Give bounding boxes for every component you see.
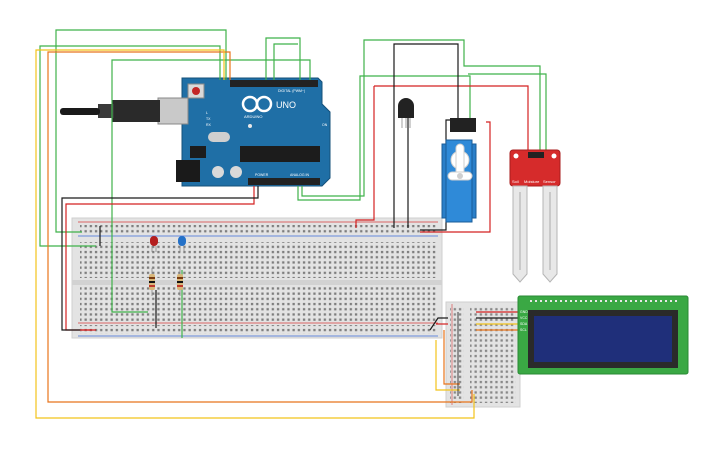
reset-button[interactable] bbox=[192, 87, 200, 95]
usb-port bbox=[157, 97, 189, 125]
servo-motor[interactable] bbox=[441, 118, 477, 223]
tx-label: TX bbox=[206, 117, 211, 121]
main-breadboard[interactable] bbox=[71, 217, 443, 339]
lcd-display[interactable]: GND VCC SDA SCL bbox=[517, 295, 689, 375]
lcd-pin-scl: SCL bbox=[520, 328, 527, 332]
red-led[interactable] bbox=[150, 236, 158, 252]
lcd-pin-sda: SDA bbox=[520, 322, 528, 326]
analog-label: ANALOG IN bbox=[290, 173, 310, 177]
blue-led[interactable] bbox=[178, 236, 186, 252]
lcd-screen bbox=[534, 316, 672, 362]
sensor-label-sensor: Sensor bbox=[543, 179, 556, 184]
soil-moisture-sensor[interactable]: Soil Moisture Sensor bbox=[509, 149, 561, 283]
arduino-logo-icon bbox=[241, 95, 273, 113]
on-label: ON bbox=[322, 123, 328, 127]
resistor-2[interactable] bbox=[177, 268, 183, 296]
temperature-sensor[interactable] bbox=[398, 98, 414, 128]
digital-header bbox=[230, 80, 318, 87]
rx-label: RX bbox=[206, 123, 212, 127]
usb-cable bbox=[60, 100, 160, 122]
power-jack bbox=[176, 160, 200, 182]
resistor-1[interactable] bbox=[149, 268, 155, 296]
sensor-label-soil: Soil bbox=[512, 179, 519, 184]
atmega-chip bbox=[240, 146, 320, 162]
board-brand: UNO bbox=[276, 100, 296, 110]
board-maker: ARDUINO bbox=[244, 114, 262, 119]
lcd-pin-vcc: VCC bbox=[520, 316, 528, 320]
arduino-uno-board[interactable]: UNO ARDUINO DIGITAL (PWM~) POWER ANALOG … bbox=[157, 77, 331, 187]
power-label: POWER bbox=[255, 173, 269, 177]
lcd-pin-gnd: GND bbox=[520, 310, 528, 314]
digital-label: DIGITAL (PWM~) bbox=[278, 89, 305, 93]
power-analog-header bbox=[248, 178, 320, 185]
sensor-label-moisture: Moisture bbox=[524, 179, 540, 184]
l-label: L bbox=[206, 111, 208, 115]
